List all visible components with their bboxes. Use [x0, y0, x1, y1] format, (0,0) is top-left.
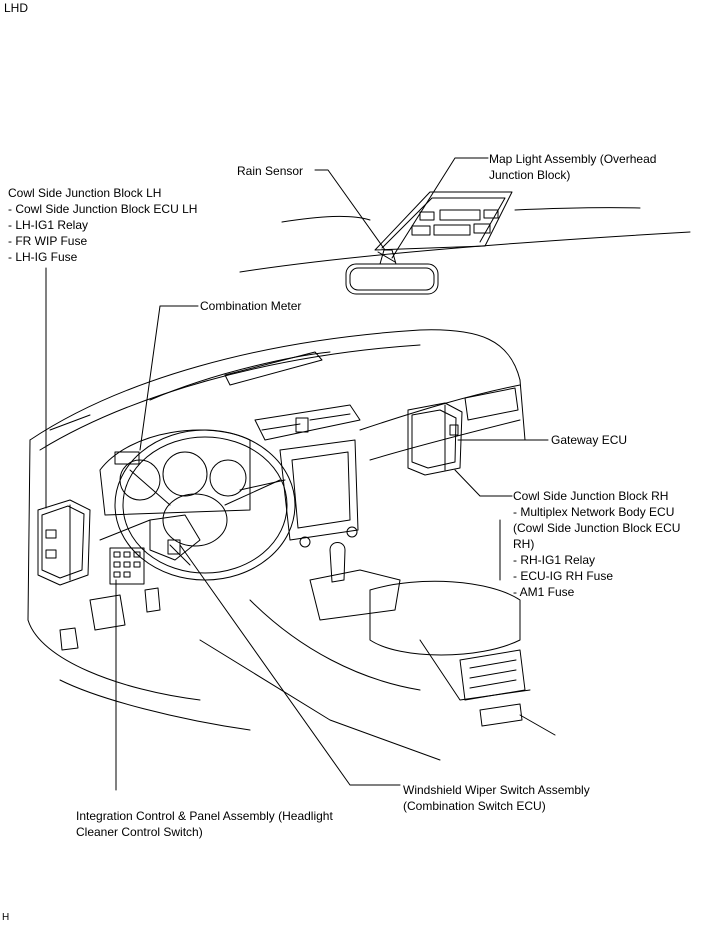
- label-line: Map Light Assembly (Overhead: [489, 152, 657, 166]
- label-line: Windshield Wiper Switch Assembly: [403, 783, 590, 797]
- right-dash: [359, 384, 521, 431]
- windshield-right-line: [514, 207, 641, 211]
- integration-panel: [109, 547, 145, 585]
- pedal-right: [144, 587, 161, 613]
- left-lower: [27, 619, 201, 701]
- leader-combination-meter: [139, 305, 199, 451]
- label-line: Cowl Side Junction Block LH: [8, 186, 162, 200]
- label-line: - FR WIP Fuse: [8, 234, 88, 248]
- steering-wheel: [114, 429, 296, 581]
- label-wiper-switch: Windshield Wiper Switch Assembly (Combin…: [403, 782, 590, 814]
- leader-map-light: [391, 157, 489, 259]
- label-gateway-ecu: Gateway ECU: [551, 432, 627, 448]
- dash-vent-top: [224, 351, 323, 386]
- pedal-left: [89, 594, 126, 631]
- dash-top-3: [149, 351, 331, 401]
- label-line: Combination Meter: [200, 299, 302, 313]
- windshield-top-edge: [239, 231, 691, 273]
- label-combination-meter: Combination Meter: [200, 298, 301, 314]
- label-line: Junction Block): [489, 168, 571, 182]
- dash-top: [29, 329, 521, 441]
- variant-label: LHD: [4, 1, 29, 15]
- map-light-assembly: [374, 191, 513, 263]
- dash-top-2: [39, 344, 421, 451]
- combination-switch: [99, 479, 286, 566]
- label-line: - Multiplex Network Body ECU: [513, 505, 675, 519]
- label-cowl-rh: Cowl Side Junction Block RH - Multiplex …: [513, 488, 680, 600]
- label-line: Integration Control & Panel Assembly (He…: [76, 809, 333, 823]
- leader-cowl-rh: [454, 469, 513, 497]
- center-stack: [254, 404, 361, 548]
- cowl-junction-lh: [37, 499, 91, 586]
- rear-view-mirror: [345, 249, 439, 295]
- right-vent: [464, 387, 519, 421]
- label-line: - Cowl Side Junction Block ECU LH: [8, 202, 198, 216]
- label-line: - ECU-IG RH Fuse: [513, 569, 614, 583]
- label-line: - LH-IG Fuse: [8, 250, 78, 264]
- label-line: - AM1 Fuse: [513, 585, 575, 599]
- label-line: Cowl Side Junction Block RH: [513, 489, 669, 503]
- label-line: (Cowl Side Junction Block ECU: [513, 521, 681, 535]
- label-line: Gateway ECU: [551, 433, 628, 447]
- label-line: - LH-IG1 Relay: [8, 218, 89, 232]
- label-map-light: Map Light Assembly (Overhead Junction Bl…: [489, 151, 656, 183]
- figure-code: H: [2, 912, 10, 923]
- leader-rain-sensor: [314, 169, 386, 251]
- label-line: - RH-IG1 Relay: [513, 553, 596, 567]
- left-door-edge: [27, 439, 31, 621]
- label-line: (Combination Switch ECU): [403, 799, 546, 813]
- label-line: RH): [513, 537, 535, 551]
- label-rain-sensor: Rain Sensor: [237, 163, 303, 179]
- windshield-left-line: [281, 215, 371, 223]
- label-cowl-lh: Cowl Side Junction Block LH - Cowl Side …: [8, 185, 197, 265]
- label-integration-panel: Integration Control & Panel Assembly (He…: [76, 808, 333, 840]
- center-console: [309, 542, 556, 736]
- cowl-junction-rh: [407, 402, 463, 476]
- combination-meter: [99, 429, 251, 516]
- label-line: Cleaner Control Switch): [76, 825, 203, 839]
- label-line: Rain Sensor: [237, 164, 304, 178]
- leader-wiper-switch: [179, 544, 401, 786]
